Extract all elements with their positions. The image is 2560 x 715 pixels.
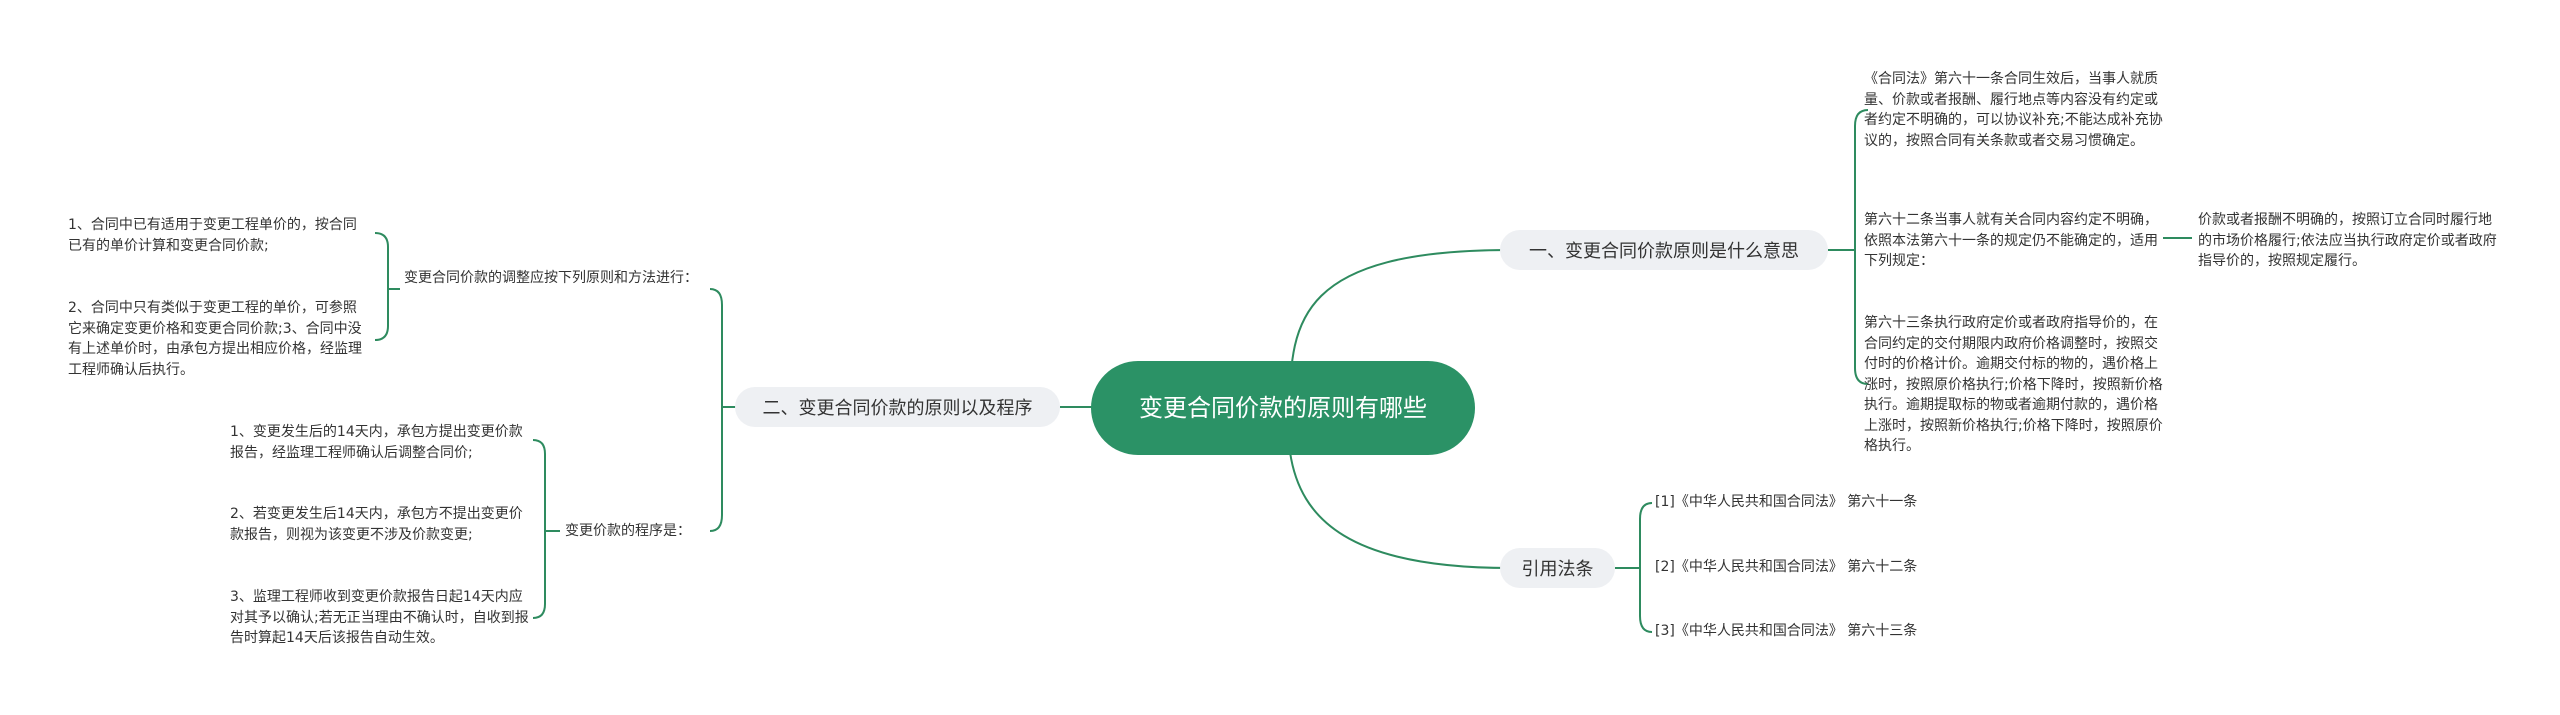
branch-one-item-b: 第六十二条当事人就有关合同内容约定不明确，依照本法第六十一条的规定仍不能确定的，… [1864,212,2158,269]
law-ref-1[interactable]: [1]《中华人民共和国合同法》 第六十一条 [1655,494,1918,510]
principle-item-1: 1、合同中已有适用于变更工程单价的，按合同已有的单价计算和变更合同价款; [68,217,357,254]
branch-three-topic[interactable]: 引用法条 [1500,548,1615,588]
procedure-group-label: 变更价款的程序是： [565,523,691,539]
procedure-item-1: 1、变更发生后的14天内，承包方提出变更价款报告，经监理工程师确认后调整合同价; [230,424,523,461]
branch-two-topic[interactable]: 二、变更合同价款的原则以及程序 [735,387,1060,427]
branch-one-topic[interactable]: 一、变更合同价款原则是什么意思 [1500,230,1828,270]
link-principle-bracket [374,232,400,341]
principle-item-2: 2、合同中只有类似于变更工程的单价，可参照它来确定变更价格和变更合同价款;3、合… [68,300,362,378]
law-ref-3[interactable]: [3]《中华人民共和国合同法》 第六十三条 [1655,623,1918,639]
link-root-branch-three [1289,451,1511,569]
link-branch-one-bracket [1828,109,1869,385]
branch-one-item-c: 第六十三条执行政府定价或者政府指导价的，在合同约定的交付期限内政府价格调整时，按… [1864,315,2163,454]
link-branch-three-bracket [1615,502,1653,633]
procedure-item-3: 3、监理工程师收到变更价款报告日起14天内应对其予以确认;若无正当理由不确认时，… [230,589,529,646]
link-procedure-bracket [532,439,560,619]
law-ref-2[interactable]: [2]《中华人民共和国合同法》 第六十二条 [1655,559,1918,575]
branch-one-item-b-child: 价款或者报酬不明确的，按照订立合同时履行地的市场价格履行;依法应当执行政府定价或… [2198,212,2497,269]
procedure-item-2: 2、若变更发生后14天内，承包方不提出变更价款报告，则视为该变更不涉及价款变更; [230,506,523,543]
principle-group-label: 变更合同价款的调整应按下列原则和方法进行： [404,270,698,286]
root-topic[interactable]: 变更合同价款的原则有哪些 [1091,361,1475,455]
branch-one-item-a: 《合同法》第六十一条合同生效后，当事人就质量、价款或者报酬、履行地点等内容没有约… [1864,71,2163,149]
